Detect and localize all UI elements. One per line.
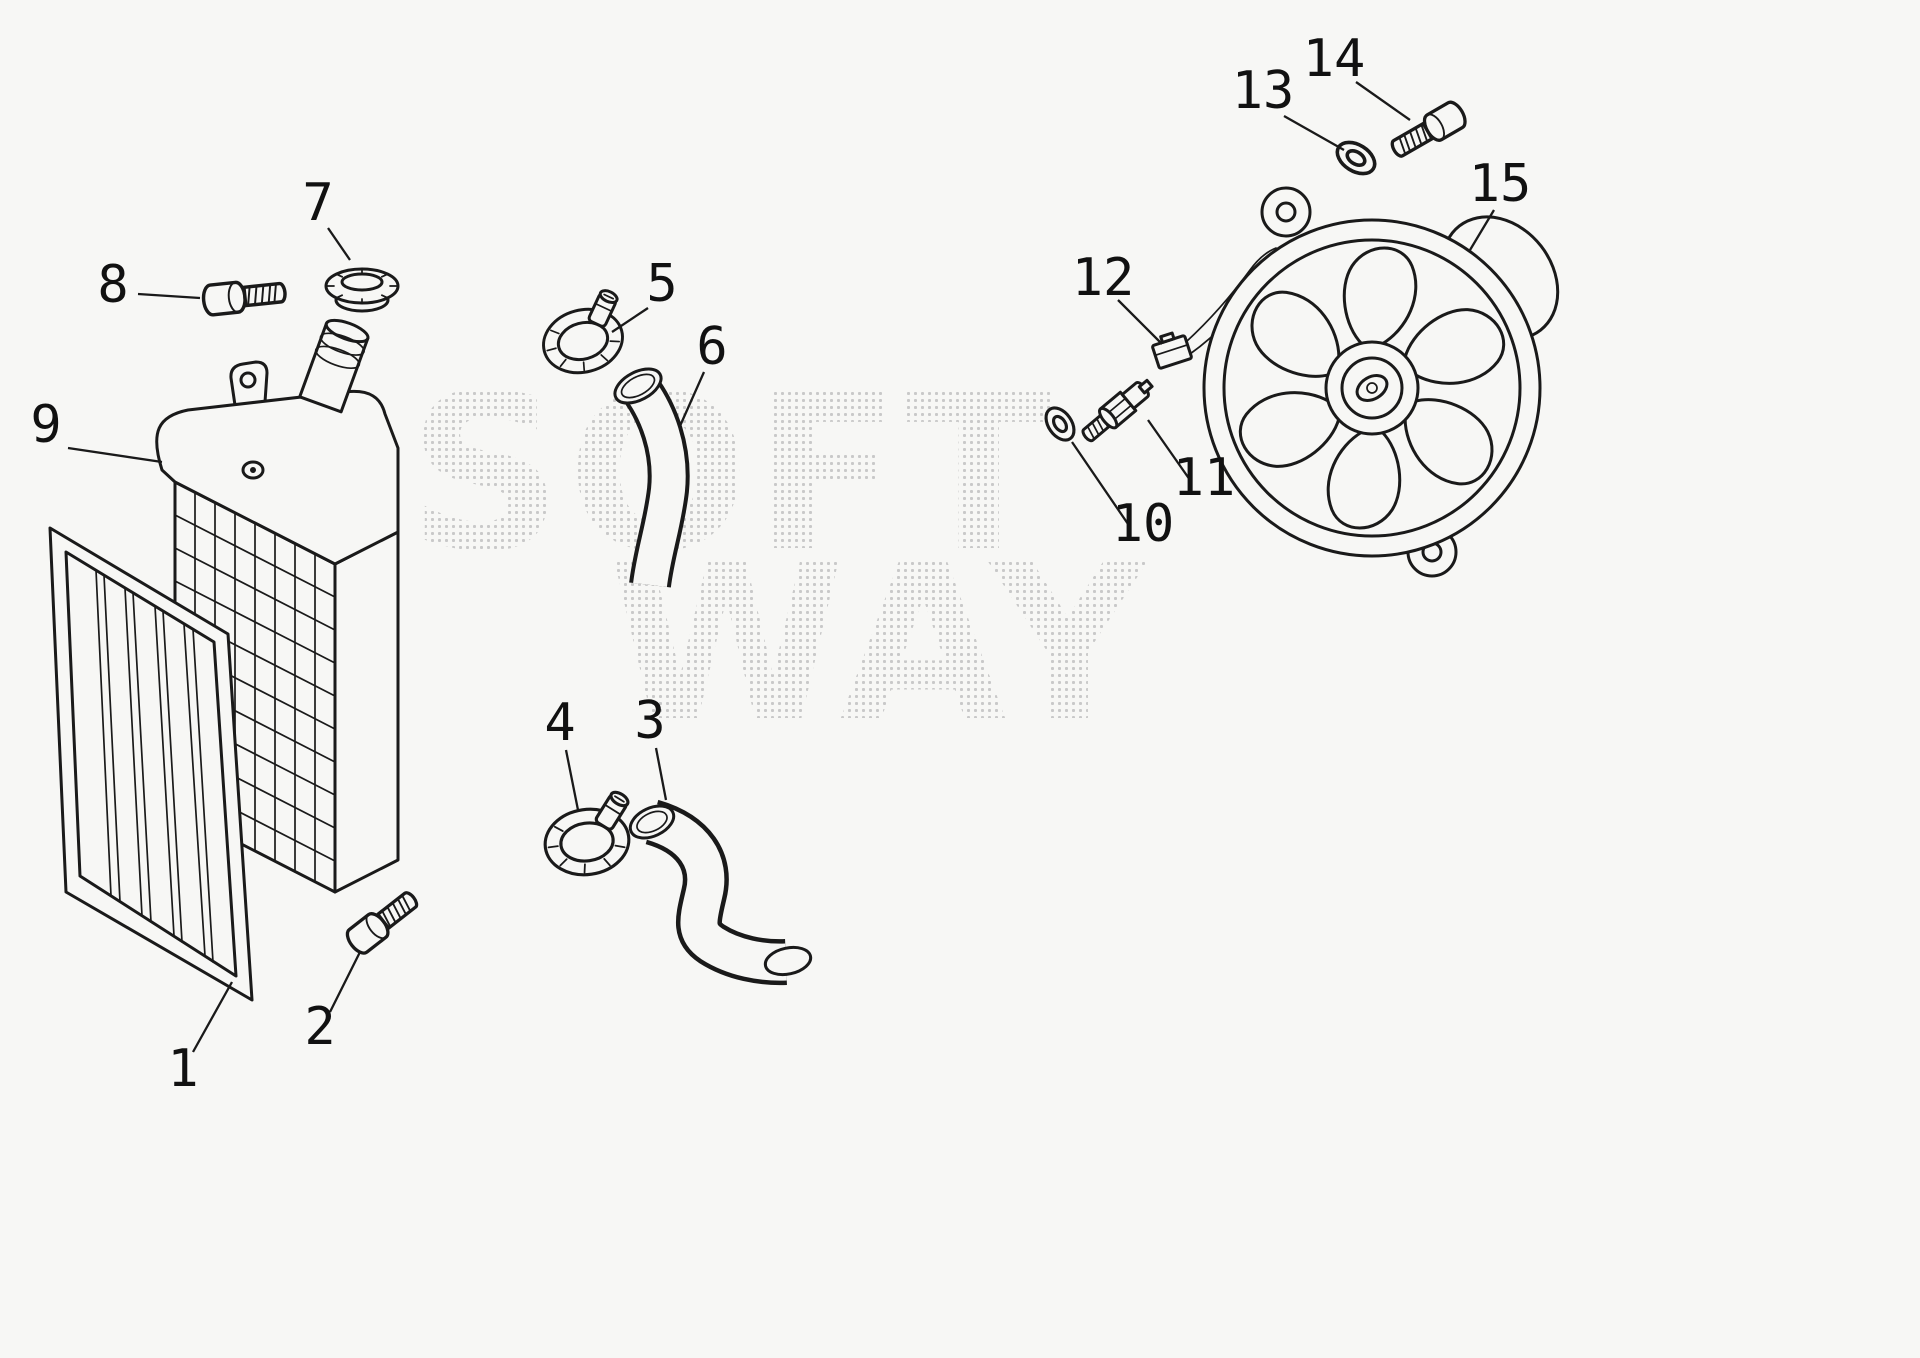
part-label-5: 5 (646, 254, 677, 314)
hose-clamp-5 (530, 283, 638, 383)
radiator-bracket (229, 360, 269, 414)
fan-assembly (1202, 186, 1560, 578)
bolt-2 (341, 884, 425, 959)
part-label-10: 10 (1112, 494, 1175, 554)
part-label-6: 6 (696, 317, 727, 377)
watermark-line1: SOFT (408, 348, 1057, 599)
radiator-filler-neck (298, 318, 370, 414)
part-label-9: 9 (30, 395, 61, 455)
part-label-8: 8 (97, 255, 128, 315)
part-label-4: 4 (544, 693, 575, 753)
hose-clamp-4 (537, 785, 642, 882)
radiator-cap (324, 267, 400, 313)
fan-mount-ear-top (1260, 186, 1312, 238)
lower-hose (628, 799, 813, 986)
fan-hub (1324, 340, 1420, 436)
part-label-1: 1 (167, 1039, 198, 1099)
connector (1151, 331, 1193, 370)
part-label-15: 15 (1469, 154, 1532, 214)
grille-slats (95, 569, 214, 963)
part-label-3: 3 (634, 691, 665, 751)
part-label-2: 2 (304, 997, 335, 1057)
radiator-plug (241, 460, 265, 480)
part-label-7: 7 (302, 173, 333, 233)
thermo-switch (1081, 378, 1154, 443)
bolt-8 (200, 275, 289, 318)
leader-lines (67, 81, 1495, 1053)
upper-hose (613, 367, 690, 588)
part-label-12: 12 (1072, 248, 1135, 308)
part-label-13: 13 (1232, 61, 1295, 121)
bolt-14 (1385, 97, 1471, 165)
radiator-grille (48, 526, 254, 1002)
part-labels: 1 2 3 4 5 6 7 8 9 10 11 12 13 14 15 (30, 29, 1531, 1099)
part-label-14: 14 (1303, 29, 1366, 89)
fan-blades (1227, 246, 1517, 530)
washer-10 (1038, 401, 1082, 447)
washer-13 (1329, 134, 1383, 182)
watermark-line2: WAY (608, 518, 1150, 769)
radiator (155, 318, 400, 894)
part-label-11: 11 (1173, 448, 1236, 508)
